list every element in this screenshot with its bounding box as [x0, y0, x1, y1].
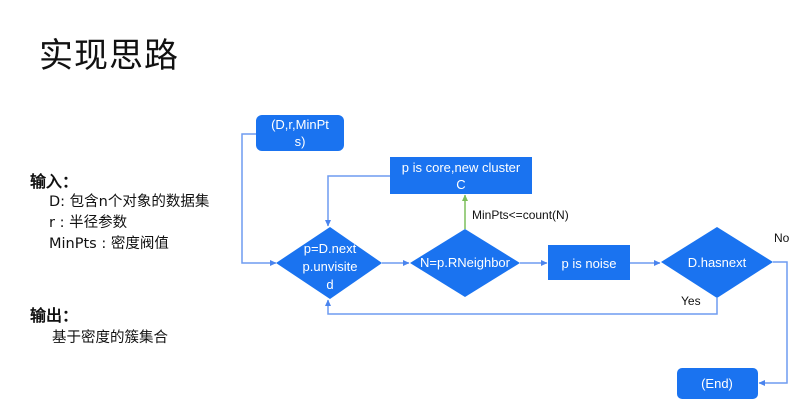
output-line-clusters: 基于密度的簇集合	[52, 330, 168, 346]
input-heading: 输入：	[30, 172, 79, 191]
node-neighbor-text: N=p.RNeighbor	[420, 255, 511, 270]
node-end-text: (End)	[701, 376, 733, 391]
edge-hasnext-no-to-end	[758, 261, 788, 386]
edge-hasnext-yes-loop	[325, 298, 718, 315]
node-next-text-2: p.unvisite	[303, 259, 358, 274]
input-line-minpts: MinPts : 密度阀值	[49, 236, 169, 252]
edge-core-to-next	[325, 175, 390, 227]
node-hasnext-decision: D.hasnext	[661, 227, 773, 298]
node-neighbor-decision: N=p.RNeighbor	[410, 229, 520, 297]
node-core-text-2: C	[456, 177, 465, 192]
node-hasnext-text: D.hasnext	[688, 255, 747, 270]
node-next-text-1: p=D.next	[304, 241, 357, 256]
node-core-text-1: p is core,new cluster	[402, 160, 521, 175]
edge-label-condition: MinPts<=count(N)	[472, 208, 569, 222]
node-next-decision: p=D.next p.unvisite d	[276, 227, 382, 299]
edge-label-yes: Yes	[681, 294, 701, 308]
slide-title: 实现思路	[39, 36, 179, 76]
node-end: (End)	[677, 368, 758, 399]
input-line-radius: r : 半径参数	[49, 215, 128, 231]
edge-label-no: No	[774, 231, 790, 245]
node-noise: p is noise	[548, 245, 630, 280]
edge-start-to-next	[241, 133, 277, 266]
node-start-text-1: (D,r,MinPt	[271, 117, 329, 132]
input-line-dataset: D: 包含n个对象的数据集	[49, 194, 210, 210]
output-heading: 输出：	[30, 306, 79, 325]
node-noise-text: p is noise	[562, 256, 617, 271]
node-start: (D,r,MinPt s)	[256, 115, 344, 151]
node-start-text-2: s)	[295, 134, 306, 149]
node-core-cluster: p is core,new cluster C	[390, 157, 532, 194]
node-next-text-3: d	[326, 277, 333, 292]
